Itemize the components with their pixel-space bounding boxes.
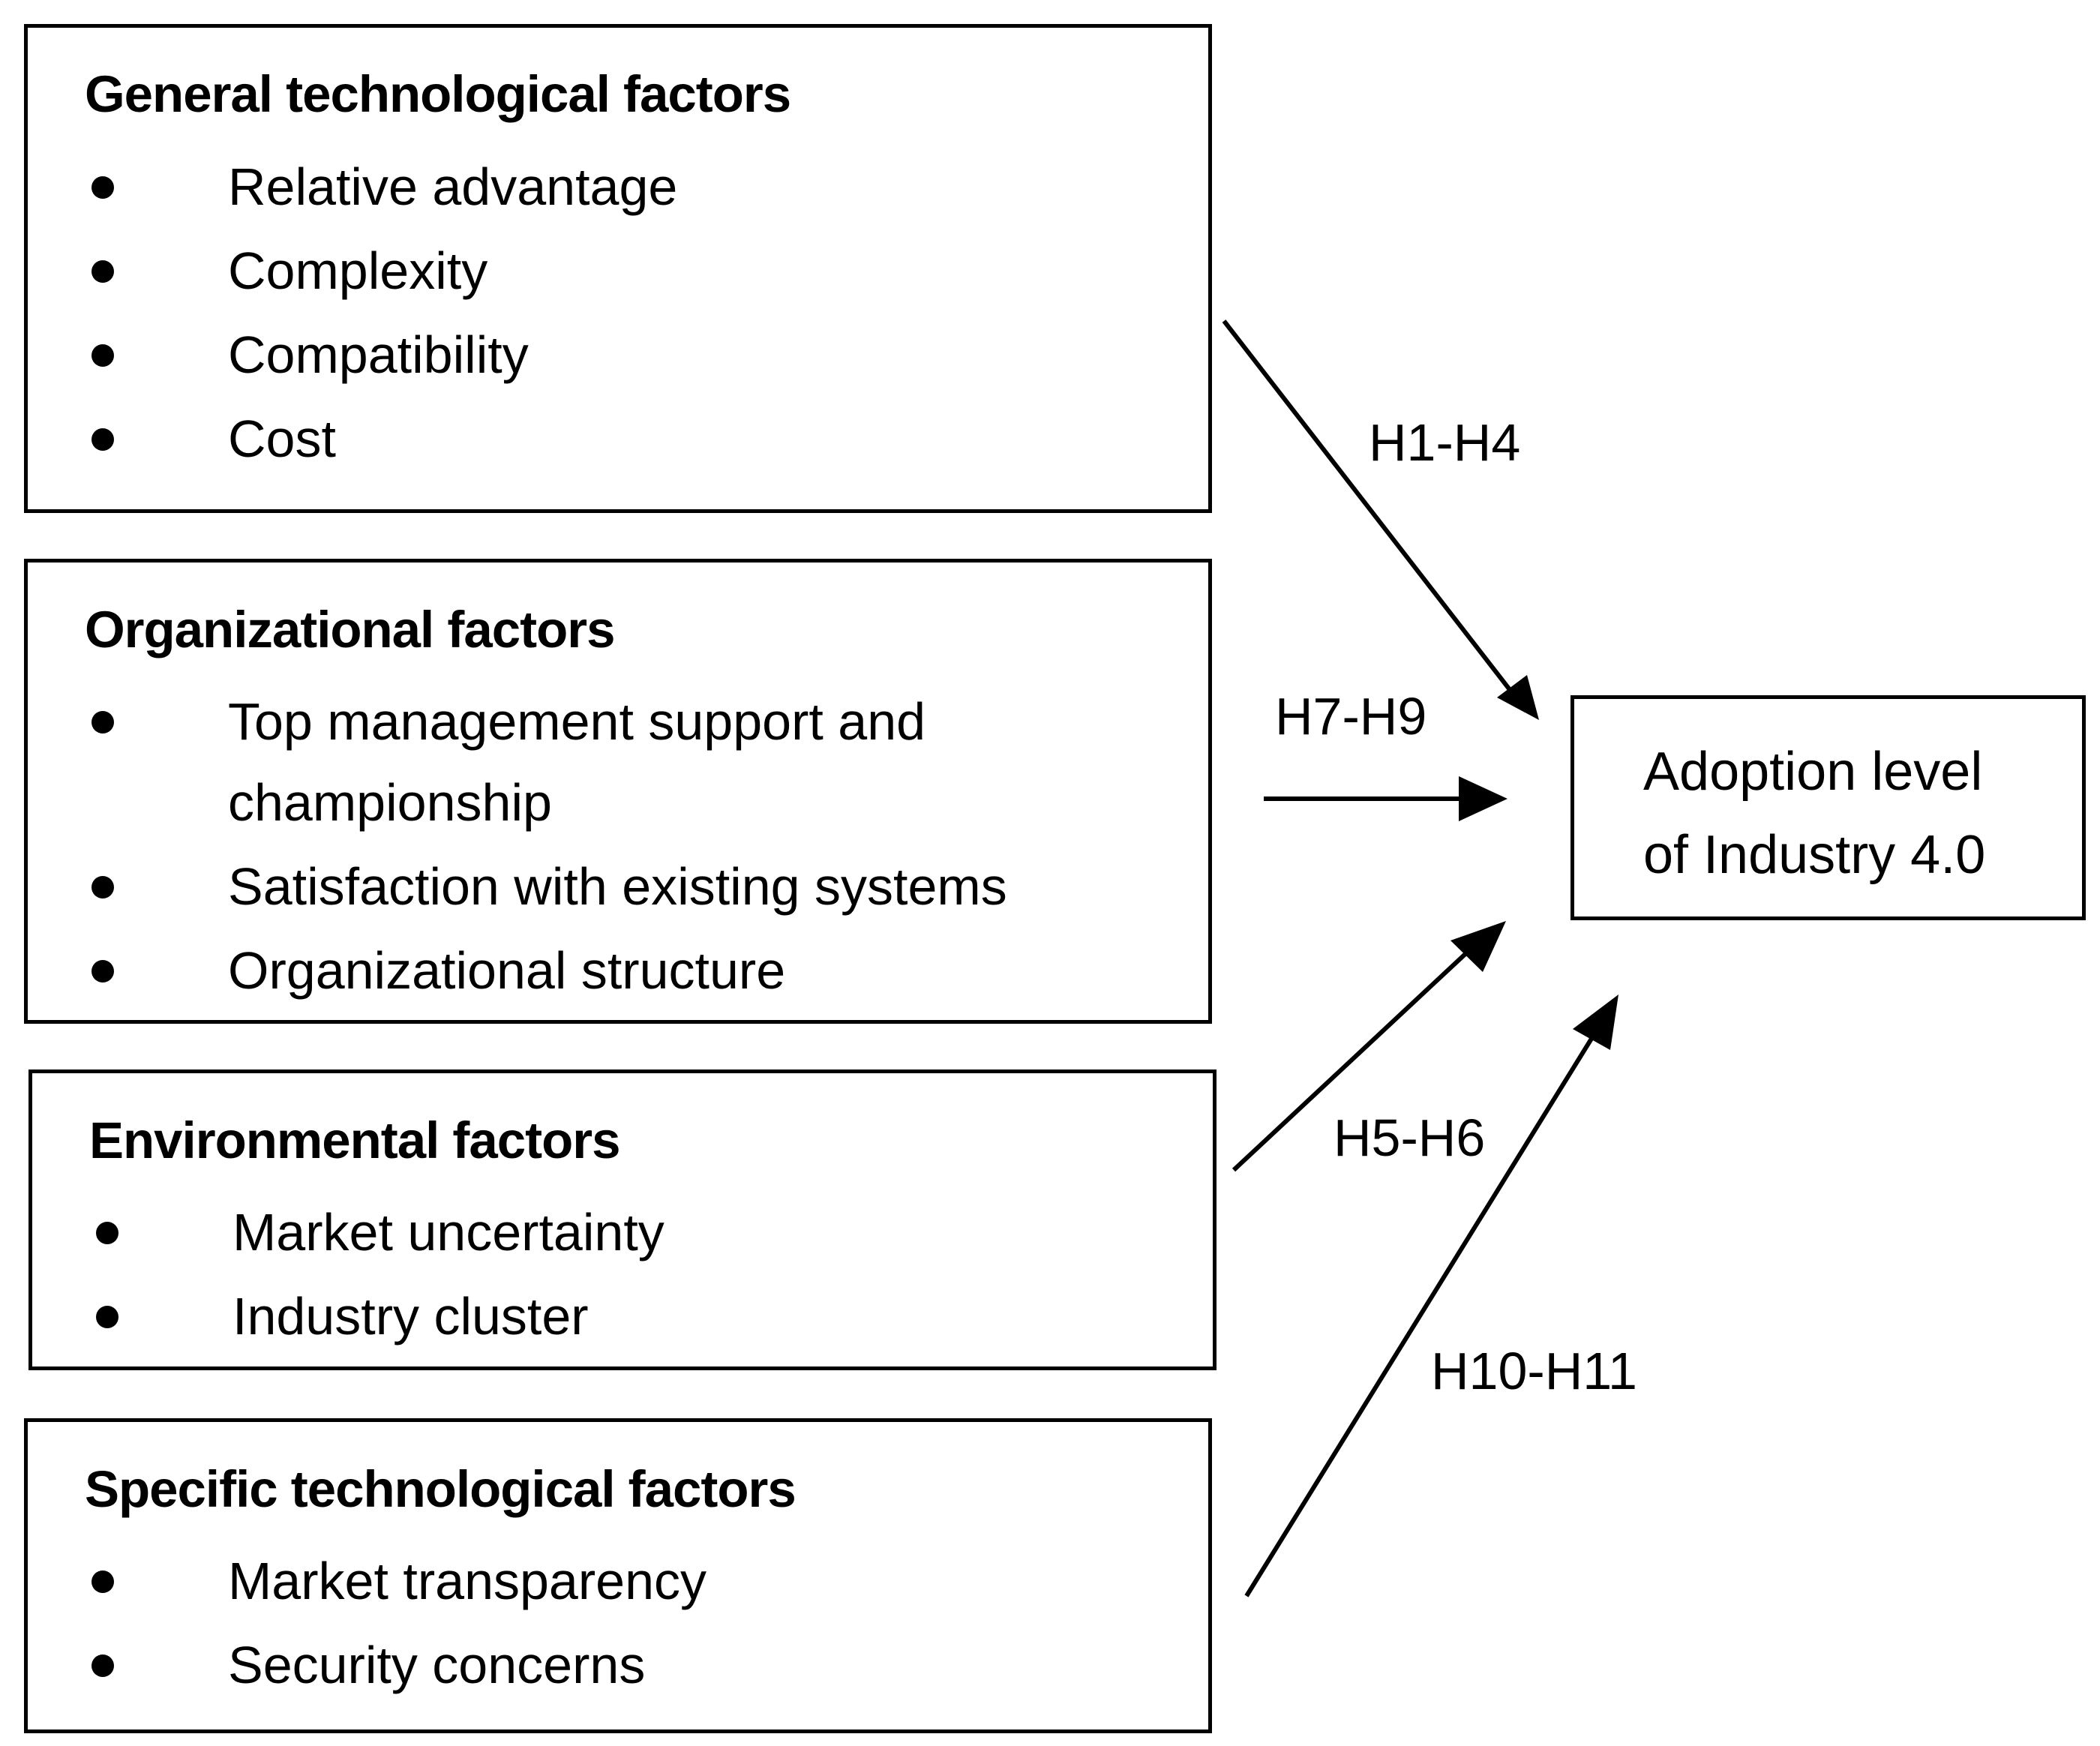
general-technological-factors-list: Relative advantage Complexity Compatibil… — [28, 146, 1208, 482]
factor-cost: Cost — [228, 410, 336, 468]
list-item: Security concerns — [28, 1624, 1208, 1708]
organizational-factors-title: Organizational factors — [85, 601, 615, 658]
bullet-icon — [92, 260, 114, 283]
adoption-level-line-1: Adoption level — [1643, 742, 1983, 802]
general-technological-factors-box: General technological factors Relative a… — [24, 24, 1212, 513]
hypothesis-label-h10-h11: H10-H11 — [1431, 1342, 1637, 1400]
environmental-factors-title: Environmental factors — [89, 1112, 621, 1169]
arrow-org-to-adoption — [1264, 776, 1508, 821]
bullet-icon — [96, 1222, 118, 1244]
list-item: Cost — [28, 398, 1208, 482]
bullet-icon — [92, 711, 114, 734]
factor-industry-cluster: Industry cluster — [232, 1287, 589, 1346]
bullet-icon — [92, 1654, 114, 1677]
list-item: Satisfaction with existing systems — [28, 846, 1208, 930]
factor-market-uncertainty: Market uncertainty — [232, 1203, 664, 1262]
organizational-factors-list: Top management support and championship … — [28, 681, 1208, 1014]
factor-relative-advantage: Relative advantage — [228, 158, 678, 216]
list-item: Compatibility — [28, 314, 1208, 398]
list-item: Organizational structure — [28, 930, 1208, 1014]
environmental-factors-list: Market uncertainty Industry cluster — [32, 1192, 1213, 1360]
arrowhead-icon — [1573, 994, 1618, 1050]
factor-market-transparency: Market transparency — [228, 1552, 707, 1610]
factor-satisfaction-existing-systems: Satisfaction with existing systems — [228, 857, 1007, 916]
arrowhead-icon — [1450, 921, 1506, 972]
factor-top-management-support: Top management support and championship — [228, 692, 926, 832]
hypothesis-label-h1-h4: H1-H4 — [1369, 413, 1521, 472]
bullet-icon — [92, 876, 114, 898]
specific-technological-factors-title: Specific technological factors — [85, 1460, 796, 1518]
adoption-level-line-2: of Industry 4.0 — [1643, 825, 1986, 885]
list-item: Complexity — [28, 230, 1208, 314]
factor-security-concerns: Security concerns — [228, 1636, 646, 1694]
specific-technological-factors-list: Market transparency Security concerns — [28, 1540, 1208, 1708]
list-item: Relative advantage — [28, 146, 1208, 230]
organizational-factors-box: Organizational factors Top management su… — [24, 559, 1212, 1024]
factor-complexity: Complexity — [228, 242, 488, 300]
adoption-level-label: Adoption level of Industry 4.0 — [1643, 730, 2063, 897]
hypothesis-label-h7-h9: H7-H9 — [1275, 687, 1427, 746]
bullet-icon — [92, 960, 114, 982]
factor-organizational-structure: Organizational structure — [228, 941, 786, 1000]
arrow-spec-to-adoption — [1244, 994, 1618, 1598]
general-technological-factors-title: General technological factors — [85, 65, 791, 123]
arrow-env-to-adoption — [1232, 921, 1506, 1172]
environmental-factors-box: Environmental factors Market uncertainty… — [28, 1070, 1216, 1370]
arrow-tech-to-adoption — [1222, 320, 1539, 720]
arrowhead-icon — [1459, 776, 1508, 821]
bullet-icon — [92, 1570, 114, 1593]
list-item: Industry cluster — [32, 1276, 1213, 1360]
factor-compatibility: Compatibility — [228, 326, 529, 384]
list-item: Top management support and championship — [28, 681, 1208, 846]
bullet-icon — [92, 176, 114, 199]
arrowhead-icon — [1497, 675, 1539, 720]
bullet-icon — [96, 1306, 118, 1328]
specific-technological-factors-box: Specific technological factors Market tr… — [24, 1418, 1212, 1733]
adoption-level-box: Adoption level of Industry 4.0 — [1570, 695, 2086, 920]
hypothesis-label-h5-h6: H5-H6 — [1334, 1108, 1486, 1167]
bullet-icon — [92, 428, 114, 451]
list-item: Market transparency — [28, 1540, 1208, 1624]
list-item: Market uncertainty — [32, 1192, 1213, 1276]
bullet-icon — [92, 344, 114, 367]
